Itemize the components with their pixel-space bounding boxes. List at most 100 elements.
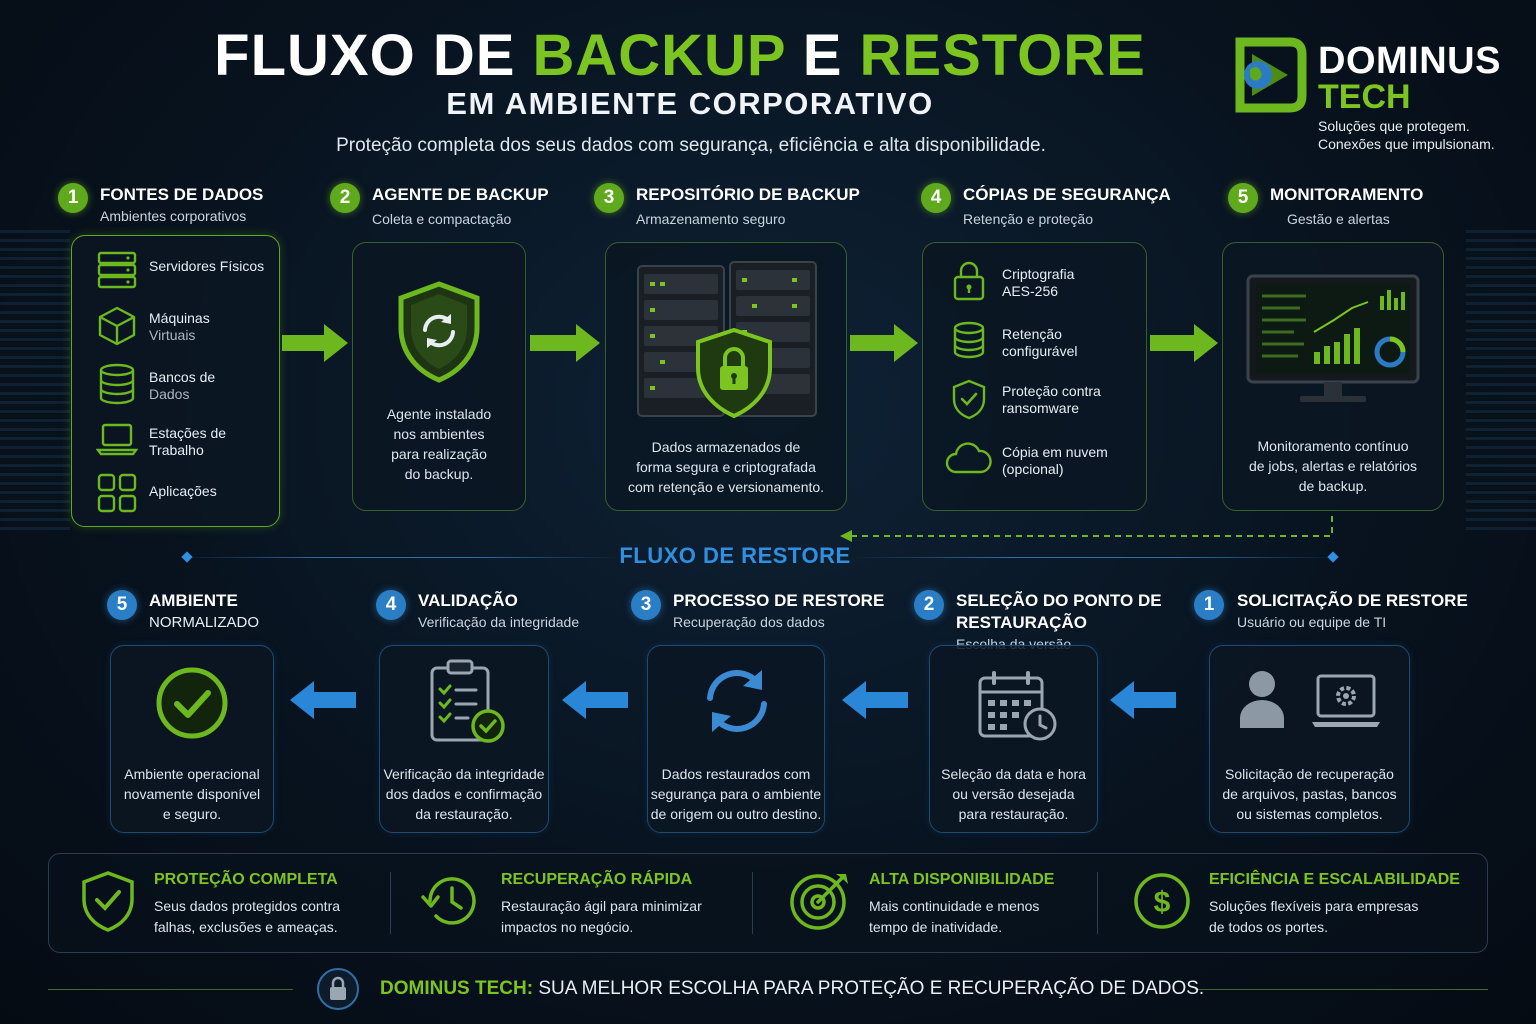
source-label: Aplicações bbox=[149, 483, 217, 499]
step-subtitle: NORMALIZADO bbox=[149, 614, 260, 631]
step-subtitle: Ambientes corporativos bbox=[100, 208, 247, 224]
step-subtitle: Coleta e compactação bbox=[372, 211, 512, 227]
benefits-panel bbox=[48, 853, 1488, 953]
benefit-title: EFICIÊNCIA E ESCALABILIDADE bbox=[1209, 871, 1460, 888]
step-title: AMBIENTE bbox=[149, 591, 238, 610]
virtual-machine-cube-icon bbox=[98, 306, 136, 346]
check-circle-icon bbox=[156, 667, 228, 739]
step-subtitle: Recuperação dos dados bbox=[673, 614, 825, 630]
step-subtitle: Retenção e proteção bbox=[963, 211, 1093, 227]
benefit-separator bbox=[752, 872, 753, 934]
dollar-coin-icon: $ bbox=[1134, 873, 1190, 929]
clipboard-check-icon bbox=[430, 659, 505, 743]
brand-slogan-2: Conexões que impulsionam. bbox=[1318, 136, 1495, 152]
page-tagline: Proteção completa dos seus dados com seg… bbox=[336, 135, 1046, 156]
step-subtitle: Verificação da integridade bbox=[418, 614, 580, 630]
laptop-icon bbox=[96, 423, 138, 456]
applications-grid-icon bbox=[97, 473, 137, 513]
page-title: FLUXO DE BACKUP E RESTORE bbox=[214, 23, 1146, 88]
step-number: 4 bbox=[376, 590, 406, 620]
restore-request-box bbox=[1209, 645, 1410, 833]
flow-arrow-right-icon bbox=[530, 324, 600, 362]
laptop-settings-icon bbox=[1312, 674, 1380, 727]
shield-check-icon bbox=[952, 379, 986, 420]
footer-line-right bbox=[1195, 989, 1488, 990]
step-title: AGENTE DE BACKUP bbox=[372, 185, 549, 204]
brand-name-accent: TECH bbox=[1318, 78, 1411, 116]
step-subtitle: Armazenamento seguro bbox=[636, 211, 786, 227]
validation-box bbox=[379, 645, 549, 833]
brand-name: DOMINUS bbox=[1318, 40, 1501, 82]
shield-check-icon bbox=[82, 871, 134, 932]
flow-arrow-left-icon bbox=[562, 681, 628, 719]
step-number: 5 bbox=[107, 590, 137, 620]
shield-sync-icon bbox=[398, 281, 480, 383]
database-retention-icon bbox=[953, 321, 985, 359]
benefit-separator bbox=[1097, 872, 1098, 934]
flow-arrow-left-icon bbox=[1110, 681, 1176, 719]
flow-arrow-left-icon bbox=[290, 681, 356, 719]
calendar-clock-icon bbox=[978, 671, 1057, 741]
step-number: 1 bbox=[1194, 590, 1224, 620]
step-number: 4 bbox=[921, 183, 951, 213]
user-icon bbox=[1240, 671, 1284, 728]
svg-text:$: $ bbox=[1154, 886, 1171, 919]
step-title: SOLICITAÇÃO DE RESTORE bbox=[1237, 591, 1468, 610]
step-title: FONTES DE DADOS bbox=[100, 185, 264, 204]
database-icon bbox=[99, 363, 135, 405]
step-title: MONITORAMENTO bbox=[1270, 185, 1424, 204]
restore-divider-left bbox=[180, 557, 620, 558]
footer-line-left bbox=[48, 989, 293, 990]
step-title: PROCESSO DE RESTORE bbox=[673, 591, 885, 610]
copy-feature-label: Cópia em nuvem(opcional) bbox=[1002, 444, 1108, 477]
step-number: 5 bbox=[1228, 183, 1258, 213]
flow-arrow-right-icon bbox=[282, 324, 348, 362]
step-number: 2 bbox=[914, 590, 944, 620]
restore-process-box bbox=[647, 645, 825, 833]
flow-arrow-right-icon bbox=[850, 324, 918, 362]
footer-statement: DOMINUS TECH: SUA MELHOR ESCOLHA PARA PR… bbox=[380, 978, 1205, 999]
benefit-separator bbox=[390, 872, 391, 934]
datacenter-backdrop-left bbox=[0, 230, 70, 530]
flow-arrow-left-icon bbox=[842, 681, 908, 719]
datacenter-backdrop-right bbox=[1466, 230, 1536, 530]
storage-server-lock-icon bbox=[637, 261, 817, 419]
security-copies-box bbox=[922, 242, 1147, 511]
restore-divider-right bbox=[850, 557, 1340, 558]
benefit-title: PROTEÇÃO COMPLETA bbox=[154, 871, 338, 888]
step-title: SELEÇÃO DO PONTO DE bbox=[956, 591, 1162, 610]
brand-slogan-1: Soluções que protegem. bbox=[1318, 118, 1470, 134]
clock-history-icon bbox=[421, 877, 476, 925]
restore-point-selection-box bbox=[929, 645, 1098, 833]
step-number: 2 bbox=[330, 183, 360, 213]
lock-badge-icon bbox=[317, 968, 359, 1010]
step-title-line2: RESTAURAÇÃO bbox=[956, 613, 1087, 632]
lock-icon bbox=[953, 261, 985, 301]
step-number: 3 bbox=[594, 183, 624, 213]
data-sources-box bbox=[71, 235, 280, 527]
source-label: Servidores Físicos bbox=[149, 258, 265, 274]
step-subtitle: Usuário ou equipe de TI bbox=[1237, 614, 1387, 630]
step-title: VALIDAÇÃO bbox=[418, 591, 518, 610]
flow-arrow-right-icon bbox=[1150, 324, 1218, 362]
sync-arrows-icon bbox=[707, 670, 767, 732]
step-title: REPOSITÓRIO DE BACKUP bbox=[636, 185, 860, 204]
return-flow-dashed-arrow bbox=[840, 516, 1333, 542]
dominus-logo-icon bbox=[1235, 37, 1307, 113]
